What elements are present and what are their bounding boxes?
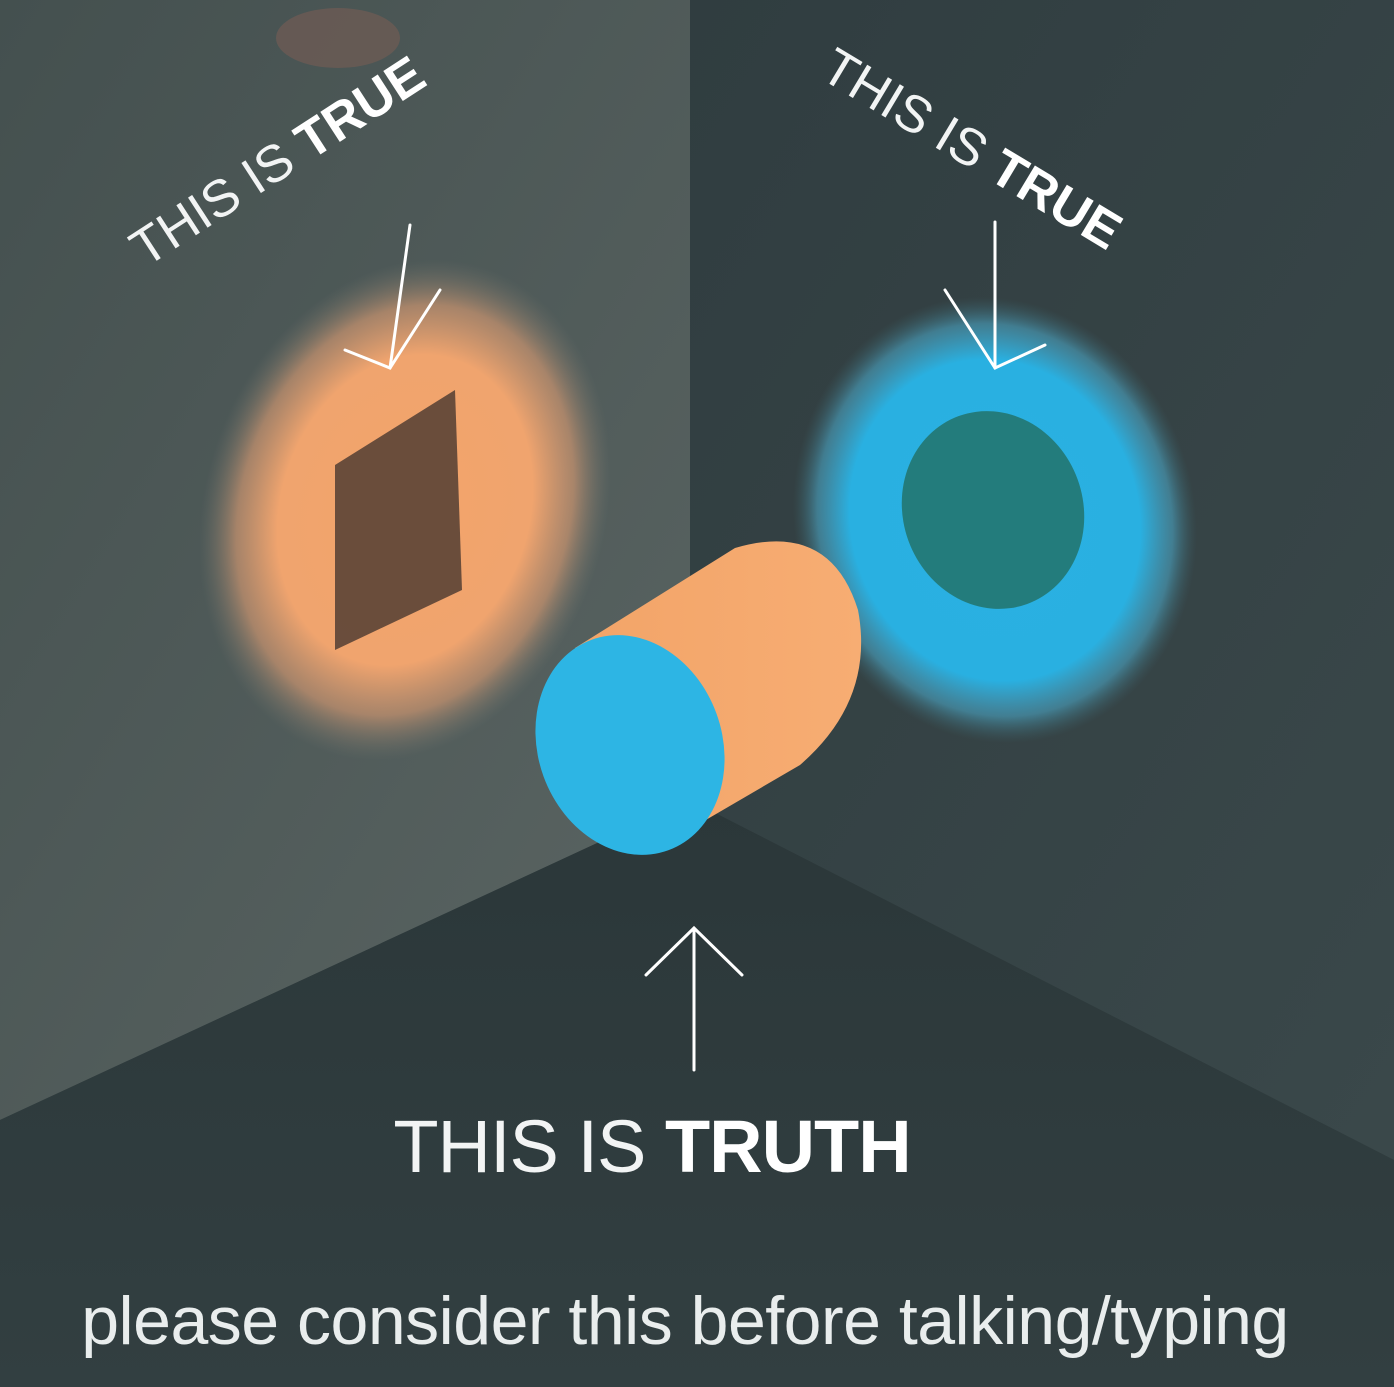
footer-caption-text: please consider this before talking/typi… [81,1282,1289,1360]
truth-label-prefix: THIS IS [393,1105,665,1188]
truth-label-emphasis: TRUTH [665,1105,911,1188]
truth-label: THIS IS TRUTH [0,1110,1394,1184]
footer-caption: please consider this before talking/typi… [0,1282,1394,1360]
